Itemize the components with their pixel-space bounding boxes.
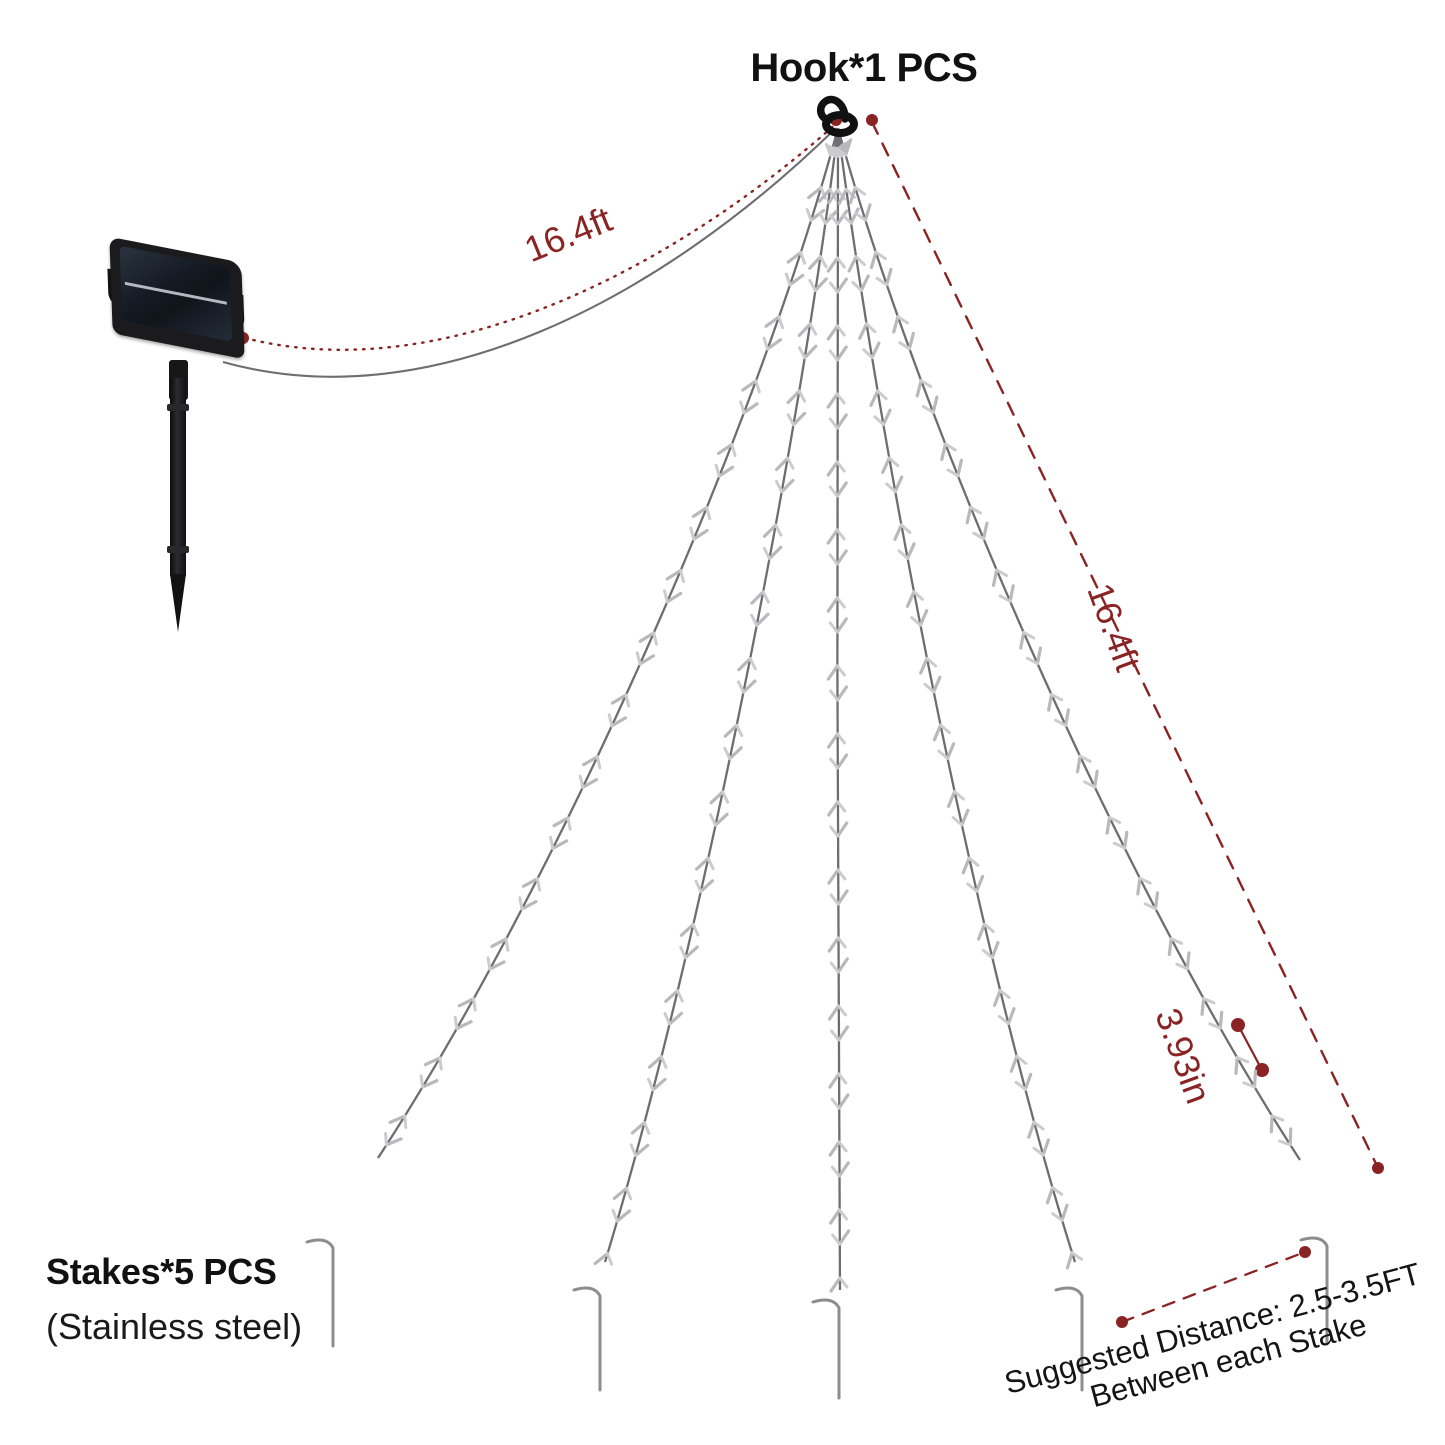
led-strand-4	[836, 127, 1077, 1263]
led-bulb-icon	[827, 868, 847, 885]
led-bulb-icon	[996, 1007, 1019, 1027]
panel-head	[109, 236, 245, 360]
led-bulb-icon	[850, 274, 872, 293]
led-bulb-icon	[827, 936, 847, 953]
led-spacing-dimension	[1231, 1018, 1269, 1077]
led-strand-5	[836, 127, 1301, 1161]
dimension-endpoint-dot	[866, 114, 878, 126]
led-bulb-icon	[872, 408, 894, 428]
led-strand-1	[377, 127, 840, 1159]
stakes-label: Stakes*5 PCS	[46, 1251, 277, 1292]
led-bulb-icon	[827, 800, 847, 817]
led-bulb-icon	[861, 341, 883, 361]
dimension-endpoint-dot	[1372, 1162, 1384, 1174]
led-bulb-icon	[828, 1208, 849, 1225]
led-bulb-icon	[828, 1140, 848, 1157]
hook-icon	[817, 95, 858, 137]
stakes-material-label: (Stainless steel)	[46, 1306, 303, 1347]
led-bulb-icon	[826, 732, 847, 749]
stake-icon	[811, 1298, 841, 1400]
led-strand-3	[836, 127, 842, 1291]
dimension-endpoint-dot	[1231, 1018, 1245, 1032]
solar-panel-icon	[107, 236, 308, 632]
panel-collar	[167, 546, 189, 553]
led-bulb-icon	[827, 1004, 848, 1021]
lead-wire	[222, 127, 837, 378]
led-bulb-icon	[826, 392, 846, 409]
led-strand-2	[603, 127, 840, 1263]
led-bulb-icon	[826, 528, 846, 545]
stake-icon	[572, 1286, 602, 1392]
stake-icon	[1299, 1236, 1329, 1346]
dimension-endpoint-dot	[1299, 1246, 1311, 1258]
panel-collar	[167, 404, 189, 411]
panel-stake-shaft	[170, 378, 186, 578]
panel-photovoltaic-face	[119, 245, 233, 342]
dimension-endpoint-dot	[1116, 1316, 1128, 1328]
strand-length-dimension	[866, 114, 1384, 1174]
dimension-endpoint-dot	[1255, 1063, 1269, 1077]
stake-spacing-dimension	[1116, 1246, 1311, 1328]
led-bulb-icon	[826, 460, 846, 477]
led-bulb-icon	[826, 324, 846, 341]
led-strands	[377, 127, 1301, 1291]
hook-label: Hook*1 PCS	[750, 46, 978, 90]
led-bulb-icon	[826, 256, 846, 273]
panel-stake-tip	[170, 574, 186, 632]
stake-icon	[1054, 1286, 1084, 1392]
stakes-group	[305, 1236, 1329, 1400]
stake-icon	[305, 1238, 335, 1348]
led-bulb-icon	[828, 1072, 848, 1089]
